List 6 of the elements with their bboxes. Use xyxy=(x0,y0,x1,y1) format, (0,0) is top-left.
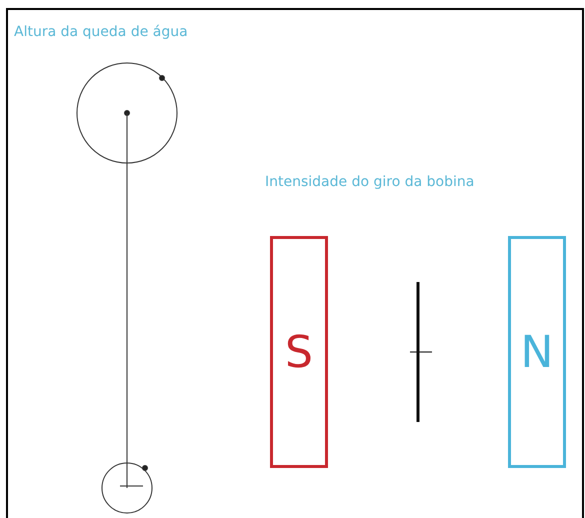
heading-text: Intensidade do giro da bobina xyxy=(265,174,474,190)
pole-letter: S xyxy=(285,326,313,378)
magnet-pole-box xyxy=(270,236,328,468)
magnet-pole-box xyxy=(508,236,566,468)
pole-letter: N xyxy=(520,326,554,378)
heading-text: Altura da queda de água xyxy=(14,24,188,40)
